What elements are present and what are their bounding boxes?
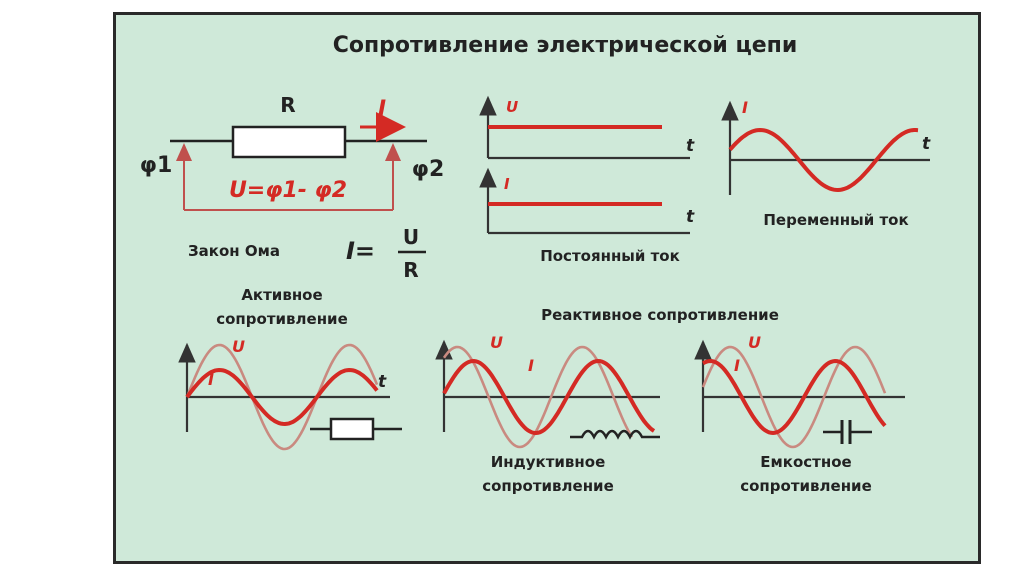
inductive-caption-line1: Индуктивное (491, 453, 606, 471)
dc-t-label-bottom: t (686, 207, 695, 227)
ohm-law-numerator: U (403, 225, 419, 249)
capacitive-graph: U I Емкостное сопротивление (694, 333, 905, 495)
inductive-graph: U I Индуктивное сопротивление (435, 333, 660, 495)
active-caption-line1: Активное (241, 286, 322, 304)
dc-t-label-top: t (686, 136, 695, 156)
ac-t-label: t (922, 134, 931, 154)
ohm-law-label: Закон Ома (188, 242, 280, 260)
reactive-title: Реактивное сопротивление (541, 306, 779, 324)
voltage-formula: U=φ1- φ2 (229, 178, 347, 203)
potential-phi1: φ1 (140, 153, 173, 178)
ac-caption: Переменный ток (763, 211, 908, 229)
active-t-label: t (378, 372, 387, 392)
page-title: Сопротивление электрической цепи (333, 33, 798, 58)
active-caption-line2: сопротивление (216, 310, 348, 328)
capacitive-caption-line2: сопротивление (740, 477, 872, 495)
active-u-label: U (232, 337, 245, 356)
ac-i-label: I (742, 98, 748, 117)
dc-i-label: I (504, 175, 510, 193)
resistor-symbol (231, 125, 347, 159)
potential-phi2: φ2 (412, 157, 445, 182)
capacitive-caption-line1: Емкостное (760, 453, 851, 471)
active-resistor-symbol (329, 417, 375, 441)
capacitive-current-wave (702, 358, 887, 436)
ac-graph: I t Переменный ток (721, 98, 931, 229)
dc-graphs: U t I t Постоянный ток (479, 95, 695, 265)
inductive-current-wave (442, 358, 656, 436)
active-voltage-wave (185, 343, 379, 451)
inductive-u-label: U (490, 333, 503, 352)
dc-caption: Постоянный ток (540, 247, 680, 265)
circuit-diagram: R I φ1 φ2 U=φ1- φ2 (140, 93, 445, 211)
inductive-i-label: I (528, 356, 534, 375)
capacitive-i-label: I (734, 356, 740, 375)
capacitor-symbol (823, 420, 872, 444)
ohm-law-denominator: R (403, 258, 418, 282)
inductive-caption-line2: сопротивление (482, 477, 614, 495)
inductive-voltage-wave (442, 345, 634, 449)
ac-current-wave (728, 127, 919, 193)
active-i-label: I (208, 370, 214, 389)
capacitive-voltage-wave (701, 345, 887, 449)
ohm-law: Закон Ома I= U R (188, 225, 426, 282)
inductor-symbol (570, 429, 660, 440)
active-current-wave (185, 367, 379, 427)
resistor-label: R (280, 93, 295, 117)
capacitive-u-label: U (748, 333, 761, 352)
current-label: I (378, 97, 386, 122)
diagram-panel (113, 12, 981, 564)
ohm-law-lhs: I= (346, 237, 375, 265)
dc-u-label: U (506, 98, 518, 116)
active-graph: U I t (178, 337, 402, 451)
